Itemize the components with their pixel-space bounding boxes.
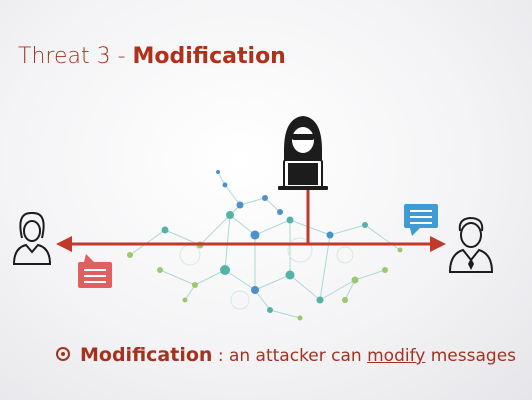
woman-user-icon [12, 211, 52, 265]
network-graph-icon [127, 170, 403, 321]
bullet-text-after: messages [425, 346, 517, 366]
bullet-text-before: : an attacker can [212, 346, 368, 366]
target-bullet-icon [56, 347, 70, 361]
slide-title: Threat 3 - Modification [18, 44, 286, 69]
bullet-term: Modification [80, 344, 213, 366]
title-prefix: Threat 3 - [18, 44, 133, 69]
bullet-point: Modification : an attacker can modify me… [56, 344, 516, 366]
communication-arrow [56, 236, 446, 252]
bullet-verb: modify [367, 346, 426, 366]
hooded-hacker-laptop-icon [278, 116, 328, 190]
red-chat-bubble-icon [78, 254, 112, 288]
blue-chat-bubble-icon [404, 204, 438, 236]
man-user-icon [448, 216, 494, 273]
title-emphasis: Modification [132, 44, 286, 69]
